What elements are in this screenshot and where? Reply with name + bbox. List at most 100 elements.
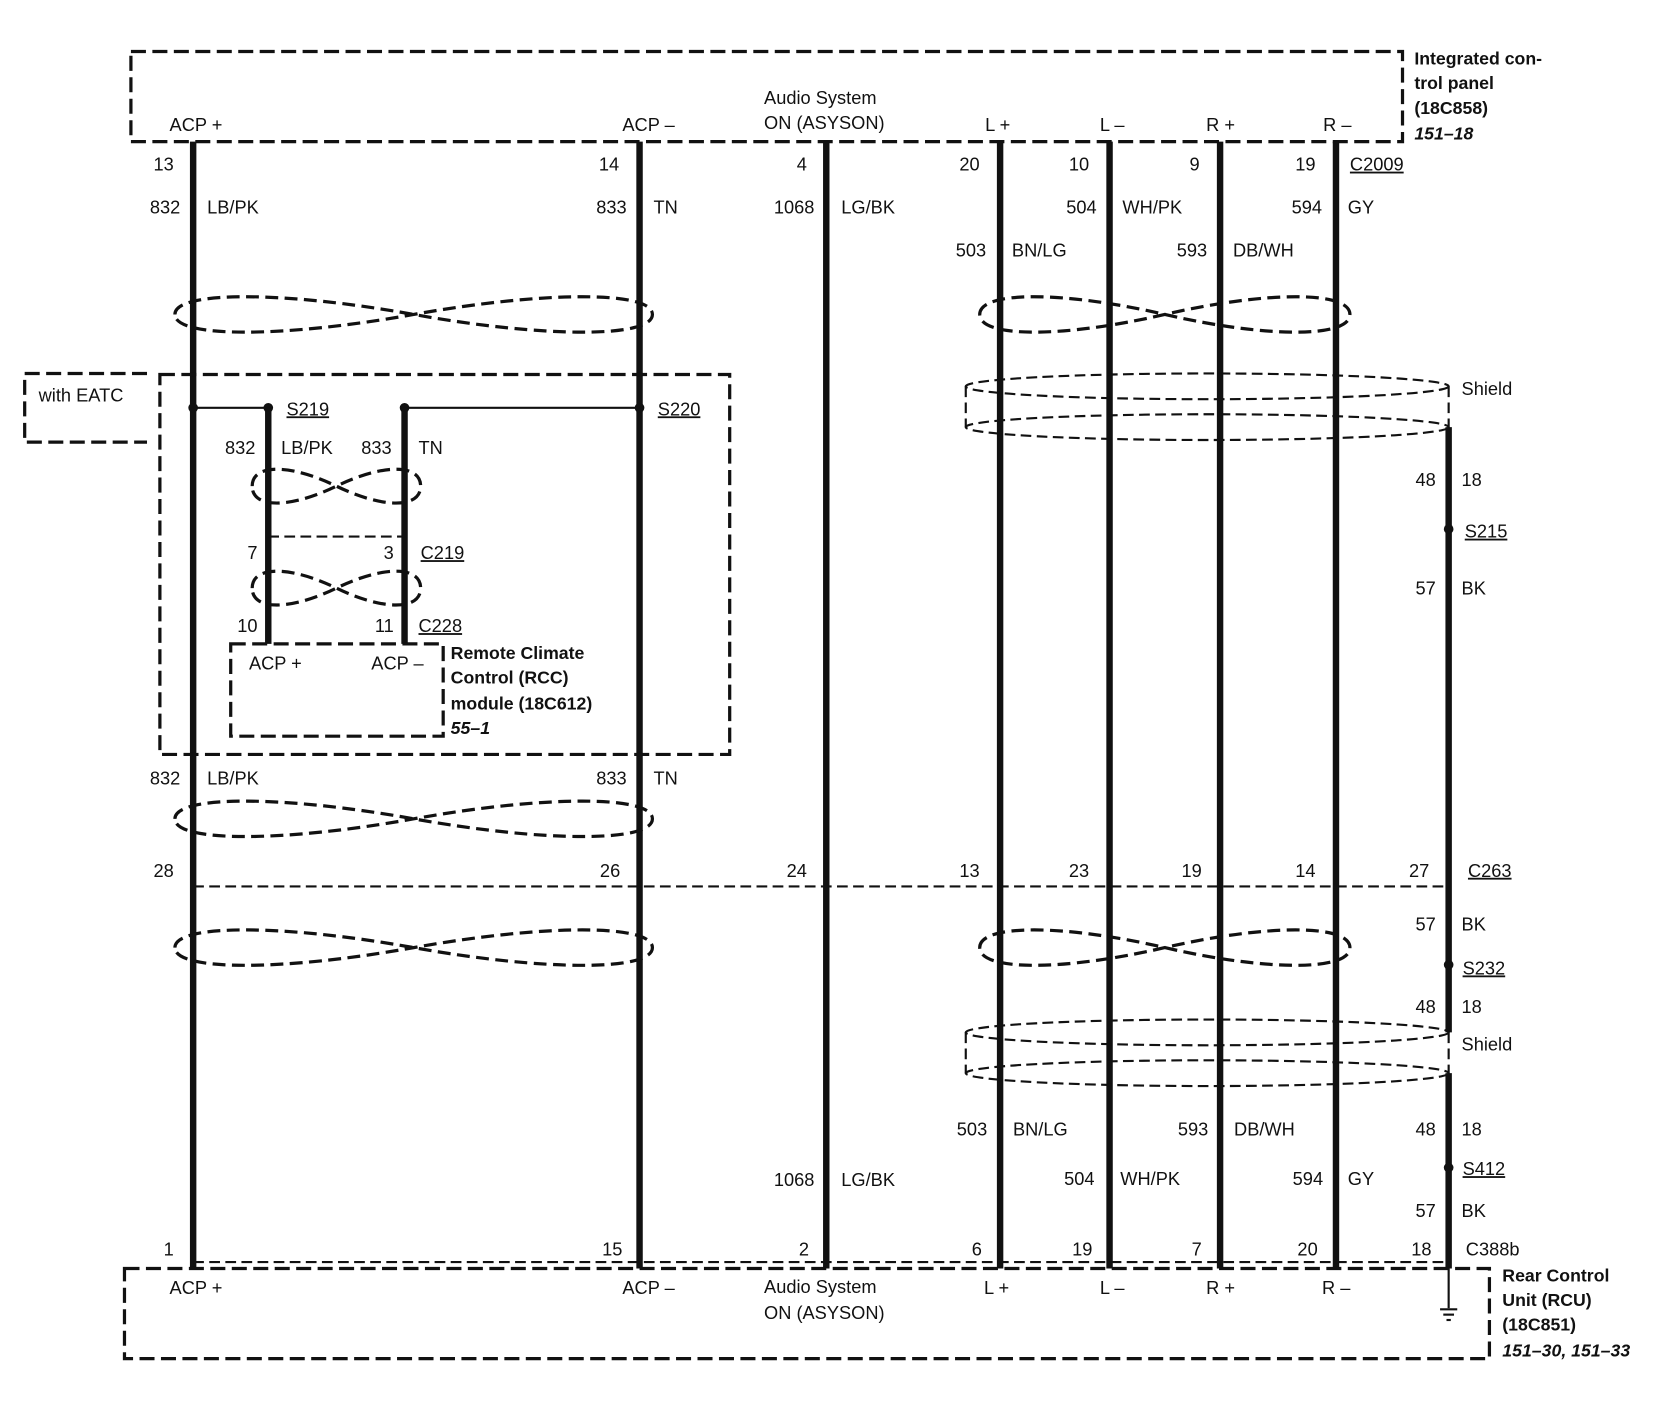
shield-upper-drain-circuit: 48 <box>1415 469 1435 490</box>
c228-connector-label: C228 <box>418 615 462 636</box>
wire-color-l-plus-lower: BN/LG <box>1013 1118 1068 1139</box>
shield-upper-top <box>964 372 1450 401</box>
bottom-pin-l-plus: L + <box>984 1277 1009 1298</box>
c2009-connector-label: C2009 <box>1350 154 1404 175</box>
top-pin-l-minus: L – <box>1100 114 1126 135</box>
top-pin-asyson-line-2: ON (ASYSON) <box>764 112 885 133</box>
bottom-pin-l-minus: L – <box>1100 1277 1126 1298</box>
wire-color-l-minus-upper: WH/PK <box>1122 197 1182 218</box>
c263-pin-number: 23 <box>1069 860 1089 881</box>
c263-pin-number: 27 <box>1409 860 1429 881</box>
shield-lower-in-circuit: 48 <box>1415 996 1435 1017</box>
ground-color-upper: BK <box>1462 578 1486 599</box>
twisted-pair-acp-mid <box>173 799 655 839</box>
shield-lower-drain-gauge: 18 <box>1462 1118 1482 1139</box>
splice-s220-label: S220 <box>658 398 701 419</box>
c388b-pin-number: 6 <box>972 1239 982 1260</box>
circuit-number-r-minus-upper: 594 <box>1292 197 1322 218</box>
c263-pin-number: 24 <box>787 860 807 881</box>
splice-s220-dot <box>634 402 645 413</box>
c228-pin-number: 11 <box>375 615 394 636</box>
wire-color-asyson-upper: LG/BK <box>841 197 895 218</box>
circuit-number-l-plus-upper: 503 <box>956 239 986 260</box>
bottom-module-title-line-1: Rear Control <box>1502 1265 1609 1285</box>
c2009-pin-number: 14 <box>599 154 619 175</box>
with-eatc-box <box>23 371 148 444</box>
rcc-module-title-line-2: Control (RCC) <box>451 668 569 688</box>
splice-s215-label: S215 <box>1465 521 1508 542</box>
top-module-page-ref: 151–18 <box>1414 124 1473 144</box>
circuit-number-acp-minus-upper: 833 <box>596 197 626 218</box>
bottom-pin-r-plus: R + <box>1206 1277 1235 1298</box>
wire-color-r-minus-upper: GY <box>1348 197 1374 218</box>
wire-color-r-plus-upper: DB/WH <box>1233 239 1294 260</box>
splice-s232-dot <box>1443 959 1454 970</box>
c388b-pin-number: 2 <box>799 1239 809 1260</box>
c388b-pin-number: 15 <box>602 1239 622 1260</box>
top-pin-r-minus: R – <box>1323 114 1352 135</box>
rcc-module-title-line-1: Remote Climate <box>451 643 585 663</box>
c263-pin-number: 28 <box>154 860 174 881</box>
top-module-title-line-2: trol panel <box>1414 73 1494 93</box>
circuit-number-asyson-lower: 1068 <box>774 1169 815 1190</box>
wire-color-asyson-lower: LG/BK <box>841 1169 895 1190</box>
c388b-connector-label: C388b <box>1466 1239 1520 1260</box>
c2009-pin-number: 4 <box>797 154 807 175</box>
bottom-pin-r-minus: R – <box>1322 1277 1351 1298</box>
wire-color-l-minus-lower: WH/PK <box>1120 1168 1180 1189</box>
c263-pin-number: 26 <box>600 860 620 881</box>
c388b-pin-number: 19 <box>1072 1239 1092 1260</box>
wire-color-l-plus-upper: BN/LG <box>1012 239 1067 260</box>
eatc-option-region <box>158 372 732 757</box>
circuit-number-l-plus-lower: 503 <box>957 1118 987 1139</box>
top-pin-r-plus: R + <box>1206 114 1235 135</box>
circuit-number-acp-plus-upper: 832 <box>150 197 180 218</box>
splice-s412-dot <box>1443 1162 1454 1173</box>
c263-pin-number: 14 <box>1295 860 1315 881</box>
c228-pin-number: 10 <box>237 615 257 636</box>
circuit-number-l-minus-lower: 504 <box>1064 1168 1094 1189</box>
circuit-number-rcc-acp-minus: 833 <box>361 437 391 458</box>
wire-color-r-plus-lower: DB/WH <box>1234 1118 1295 1139</box>
c388b-pin-number: 7 <box>1192 1239 1202 1260</box>
ground-icon <box>1440 1268 1458 1322</box>
c219-pin-number: 3 <box>384 542 394 563</box>
circuit-number-r-plus-upper: 593 <box>1177 239 1207 260</box>
shield-upper-bottom <box>964 413 1450 442</box>
c219-connector-label: C219 <box>421 542 465 563</box>
c2009-pin-number: 10 <box>1069 154 1089 175</box>
twisted-pair-acp-lower <box>173 928 655 967</box>
ground-color-mid: BK <box>1462 913 1486 934</box>
shield-upper-label: Shield <box>1462 378 1513 399</box>
circuit-number-asyson-upper: 1068 <box>774 197 815 218</box>
circuit-number-acp-plus-mid: 832 <box>150 767 180 788</box>
c2009-pin-number: 20 <box>959 154 979 175</box>
top-pin-asyson-line-1: Audio System <box>764 87 876 108</box>
bottom-pin-acp-minus: ACP – <box>622 1277 675 1298</box>
shield-upper <box>964 372 1450 442</box>
top-module-title-line-1: Integrated con- <box>1414 48 1542 68</box>
top-pin-acp-plus: ACP + <box>170 114 223 135</box>
shield-lower-label: Shield <box>1462 1034 1513 1055</box>
rcc-module-box <box>229 642 445 738</box>
shield-lower-bottom <box>964 1059 1450 1088</box>
with-eatc-label: with EATC <box>38 384 124 405</box>
ground-color-lower: BK <box>1462 1200 1486 1221</box>
twisted-pair-audio-lower <box>978 928 1352 967</box>
c388b-pin-number: 1 <box>164 1239 174 1260</box>
twisted-pair-rcc-upper <box>250 467 423 505</box>
wire-color-rcc-acp-minus: TN <box>418 437 442 458</box>
top-module-title-line-3: (18C858) <box>1414 98 1488 118</box>
twisted-pair-acp-upper <box>173 295 655 334</box>
ground-circuit-mid: 57 <box>1415 913 1435 934</box>
integrated-control-panel-box <box>129 49 1405 144</box>
wire-color-acp-plus-upper: LB/PK <box>207 197 259 218</box>
shield-lower-top <box>964 1018 1450 1047</box>
wire-color-rcc-acp-plus: LB/PK <box>281 437 333 458</box>
wire-color-acp-plus-mid: LB/PK <box>207 767 259 788</box>
c388b-pin-number: 20 <box>1297 1239 1317 1260</box>
circuit-number-acp-minus-mid: 833 <box>596 767 626 788</box>
splice-s412-label: S412 <box>1463 1158 1506 1179</box>
splice-s215-dot <box>1443 524 1454 534</box>
circuit-number-r-plus-lower: 593 <box>1178 1118 1208 1139</box>
